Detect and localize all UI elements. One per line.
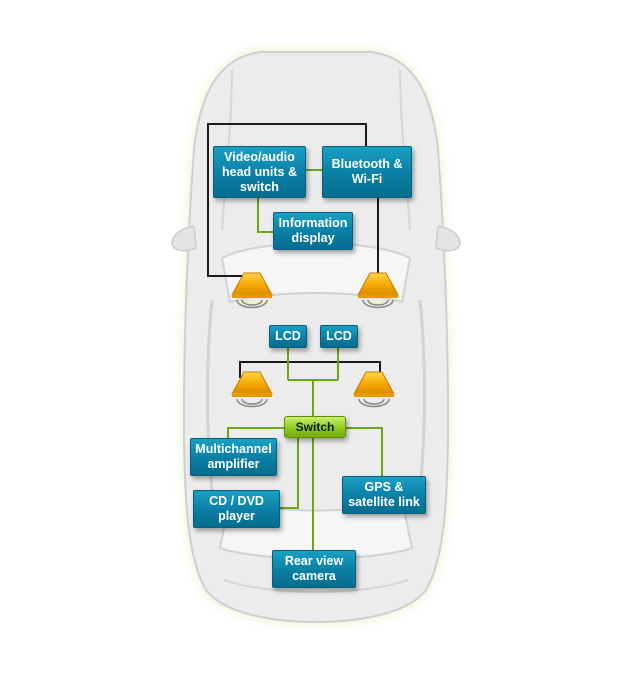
speaker-icon <box>353 371 395 408</box>
car-body <box>171 51 461 624</box>
switch-box: Switch <box>284 416 346 438</box>
speaker-icon <box>231 371 273 408</box>
cd-dvd-player-box: CD / DVD player <box>193 490 280 528</box>
head-unit-box: Video/audio head units & switch <box>213 146 306 198</box>
rear-view-camera-box: Rear view camera <box>272 550 356 588</box>
bluetooth-wifi-box: Bluetooth & Wi-Fi <box>322 146 412 198</box>
lcd-left-box: LCD <box>269 325 307 348</box>
multichannel-amplifier-box: Multichannel amplifier <box>190 438 277 476</box>
head-unit-label: Video/audio head units & switch <box>221 149 297 194</box>
audio-wiring <box>207 123 381 378</box>
lcd-left-label: LCD <box>275 329 301 343</box>
information-display-box: Information display <box>273 212 353 250</box>
wire-headunit-info-display <box>257 198 273 233</box>
cd-dvd-player-label: CD / DVD player <box>209 494 264 523</box>
speaker-icon <box>231 272 273 309</box>
speaker-icon <box>357 272 399 309</box>
wire-headunit-front-left-speaker <box>207 123 367 277</box>
wire-lcd-rear-speakers <box>239 361 381 378</box>
rear-view-camera-label: Rear view camera <box>284 554 344 583</box>
wire-switch-gps <box>346 427 383 476</box>
switch-label: Switch <box>295 419 335 434</box>
multichannel-amplifier-label: Multichannel amplifier <box>195 442 272 471</box>
gps-satellite-box: GPS & satellite link <box>342 476 426 514</box>
bluetooth-wifi-label: Bluetooth & Wi-Fi <box>331 157 403 186</box>
information-display-label: Information display <box>278 216 348 245</box>
network-wiring <box>227 169 383 550</box>
wire-switch-amplifier <box>227 427 284 438</box>
lcd-right-label: LCD <box>326 329 352 343</box>
lcd-right-box: LCD <box>320 325 358 348</box>
gps-satellite-label: GPS & satellite link <box>348 480 420 509</box>
wire-switch-cd-dvd <box>280 438 299 509</box>
